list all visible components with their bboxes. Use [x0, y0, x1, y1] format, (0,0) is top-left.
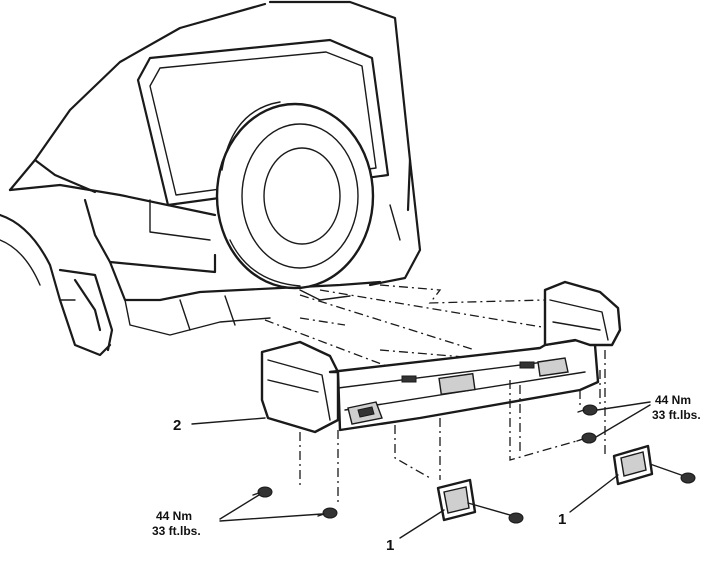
bolt-left-lower — [317, 507, 338, 519]
leader-lines — [191, 401, 651, 539]
mounting-bracket-right — [612, 444, 685, 486]
spare-tire — [215, 101, 375, 290]
callout-number-bracket-right: 1 — [558, 511, 566, 528]
rear-bumper — [260, 280, 622, 434]
torque-right-ftlbs: 33 ft.lbs. — [652, 408, 701, 422]
vehicle-body — [0, 0, 422, 357]
torque-right-nm: 44 Nm — [655, 393, 691, 407]
torque-left-nm: 44 Nm — [156, 509, 192, 523]
bolt-bracket-right — [680, 472, 696, 484]
install-guides — [299, 350, 606, 505]
mounting-bracket-left — [436, 478, 511, 522]
bolt-right-lower — [576, 432, 597, 444]
torque-left-ftlbs: 33 ft.lbs. — [152, 524, 201, 538]
bolt-left-upper — [252, 486, 273, 498]
bolt-bracket-left — [508, 512, 524, 524]
callout-number-bumper: 2 — [173, 417, 181, 434]
callout-number-bracket-left: 1 — [386, 537, 394, 554]
bolts — [252, 404, 696, 524]
bolt-right-upper — [577, 404, 598, 416]
